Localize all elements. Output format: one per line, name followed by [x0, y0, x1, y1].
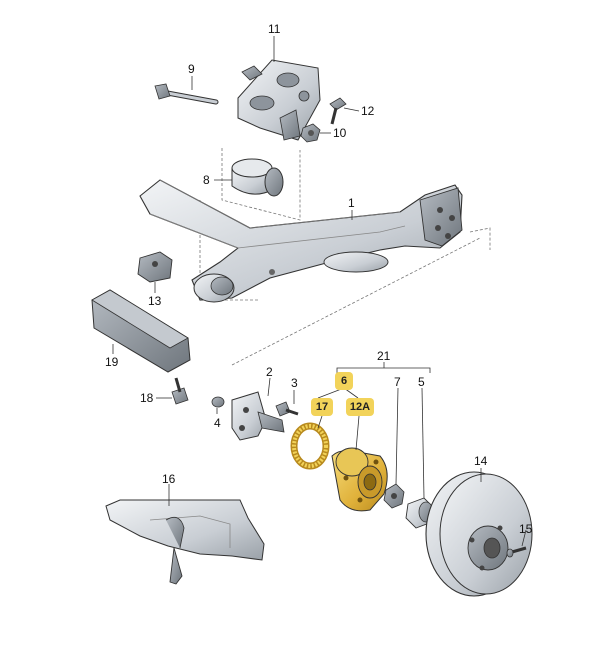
callout-6-highlight: 6: [335, 372, 353, 390]
bolt-part-9: [154, 83, 219, 105]
bolt-part-18: [171, 377, 189, 405]
callout-9: 9: [188, 62, 195, 76]
callout-19: 19: [105, 355, 119, 369]
nut-part-7: [383, 483, 405, 509]
callout-4: 4: [214, 416, 221, 430]
block-part-19: [91, 289, 191, 373]
mount-part-13: [137, 251, 173, 283]
stub-axle-part-2: [231, 391, 285, 441]
bolt-part-3: [275, 401, 299, 417]
callout-18: 18: [140, 391, 154, 405]
callout-15: 15: [519, 522, 533, 536]
callout-10: 10: [333, 126, 347, 140]
callout-1: 1: [348, 196, 355, 210]
callout-14: 14: [474, 454, 488, 468]
brake-disc-part-14: [425, 471, 533, 597]
callout-12: 12: [361, 104, 375, 118]
cover-plate-part-16: [105, 499, 265, 585]
nut-part-10: [300, 123, 321, 143]
callout-13: 13: [148, 294, 162, 308]
axle-beam-part-1: [139, 179, 463, 303]
bolt-part-12: [329, 97, 347, 125]
callout-3: 3: [291, 376, 298, 390]
callout-11: 11: [268, 22, 281, 36]
callout-8: 8: [203, 173, 210, 187]
screw-part-15: [506, 546, 527, 558]
nut-part-4: [211, 396, 225, 408]
callout-12A-highlight: 12A: [346, 398, 374, 416]
sensor-ring-part-17: [290, 422, 330, 470]
callout-2: 2: [266, 365, 273, 379]
callout-16: 16: [162, 472, 176, 486]
callout-5: 5: [418, 375, 425, 389]
wheel-hub-part-12A: [331, 447, 388, 512]
bracket-part-11: [237, 59, 321, 141]
callout-17-highlight: 17: [311, 398, 333, 416]
callout-7: 7: [394, 375, 401, 389]
callout-21: 21: [377, 349, 391, 363]
bushing-part-8: [231, 158, 284, 197]
leader-lines: [112, 36, 527, 547]
